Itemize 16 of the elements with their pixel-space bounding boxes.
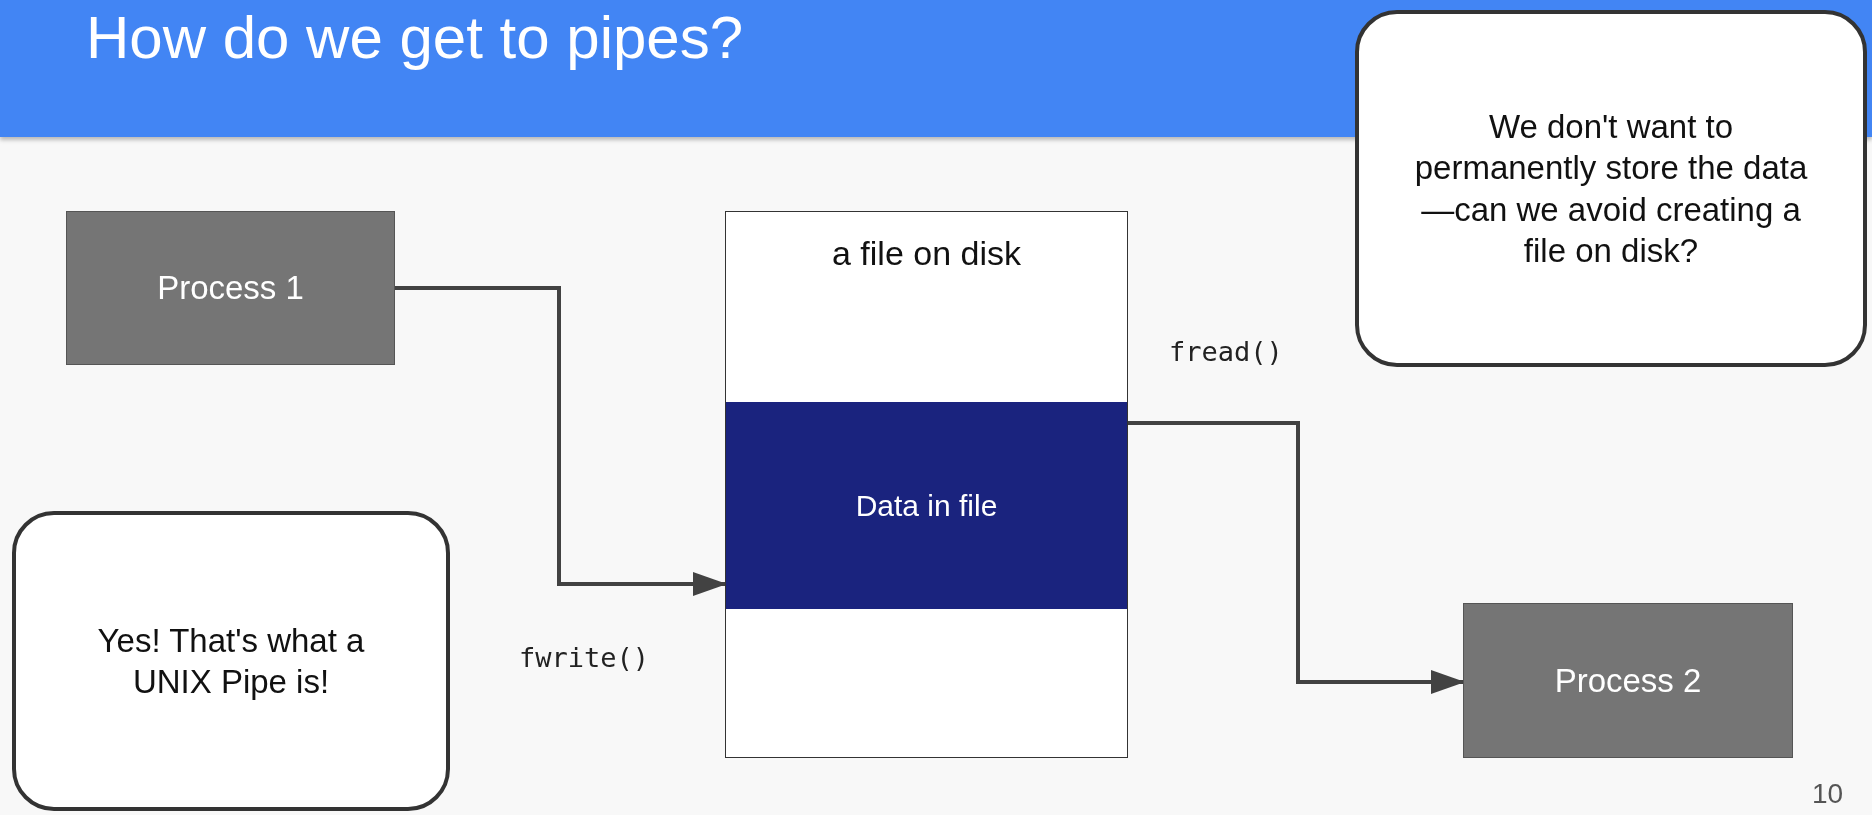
node-label: Process 1: [156, 268, 305, 309]
node-label: a file on disk: [831, 233, 1022, 274]
node-label: Process 2: [1553, 660, 1703, 701]
arrow: [395, 286, 727, 596]
file-box: [725, 211, 1128, 758]
callout-box: [1355, 10, 1867, 367]
node-label: Yes! That's what a UNIX Pipe is!: [96, 620, 366, 702]
process-box: [66, 211, 395, 365]
process-box: [1463, 603, 1793, 758]
page-number: 10: [1812, 778, 1844, 810]
node-label: Data in file: [854, 487, 999, 524]
data-block: [726, 402, 1127, 609]
node-label: We don't want to permanently store the data—can we avoid creating a file on disk?: [1413, 107, 1809, 271]
slide-title: How do we get to pipes?: [86, 3, 744, 73]
arrow: [1127, 421, 1465, 694]
callout-box: [12, 511, 450, 811]
